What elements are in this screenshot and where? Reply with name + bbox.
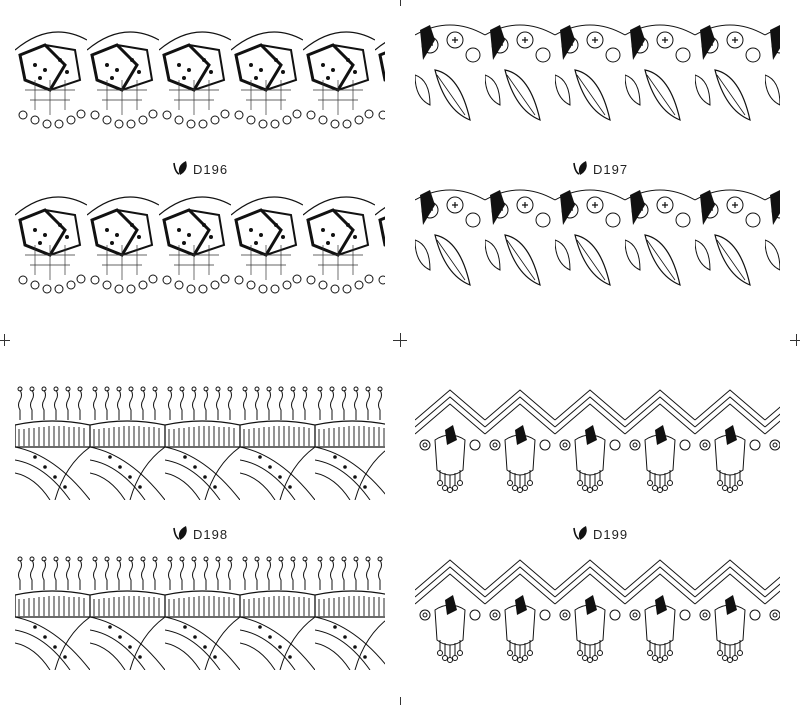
lace-band-d196-top <box>15 20 385 135</box>
design-code: D198 <box>193 527 229 542</box>
design-label-d198: D198 <box>172 525 228 544</box>
crop-mark-center-v <box>400 333 401 347</box>
lace-band-d199-bottom <box>415 555 780 670</box>
lace-band-d197-bottom <box>415 185 780 300</box>
lace-band-d198-bottom <box>15 555 385 670</box>
design-label-d196: D196 <box>172 160 228 179</box>
crop-mark-top <box>400 0 401 6</box>
design-code: D196 <box>193 162 229 177</box>
leaf-logo-icon <box>572 525 590 544</box>
leaf-logo-icon <box>172 525 190 544</box>
lace-band-d198-top <box>15 385 385 500</box>
crop-mark-right-v <box>796 334 797 346</box>
lace-band-d197-top <box>415 20 780 135</box>
crop-mark-left <box>0 340 10 341</box>
design-label-d199: D199 <box>572 525 628 544</box>
lace-band-d199-top <box>415 385 780 500</box>
crop-mark-right <box>790 340 800 341</box>
design-label-d197: D197 <box>572 160 628 179</box>
leaf-logo-icon <box>172 160 190 179</box>
lace-band-d196-bottom <box>15 185 385 300</box>
crop-mark-bottom <box>400 697 401 705</box>
design-code: D197 <box>593 162 629 177</box>
design-code: D199 <box>593 527 629 542</box>
crop-mark-left-v <box>4 334 5 346</box>
leaf-logo-icon <box>572 160 590 179</box>
